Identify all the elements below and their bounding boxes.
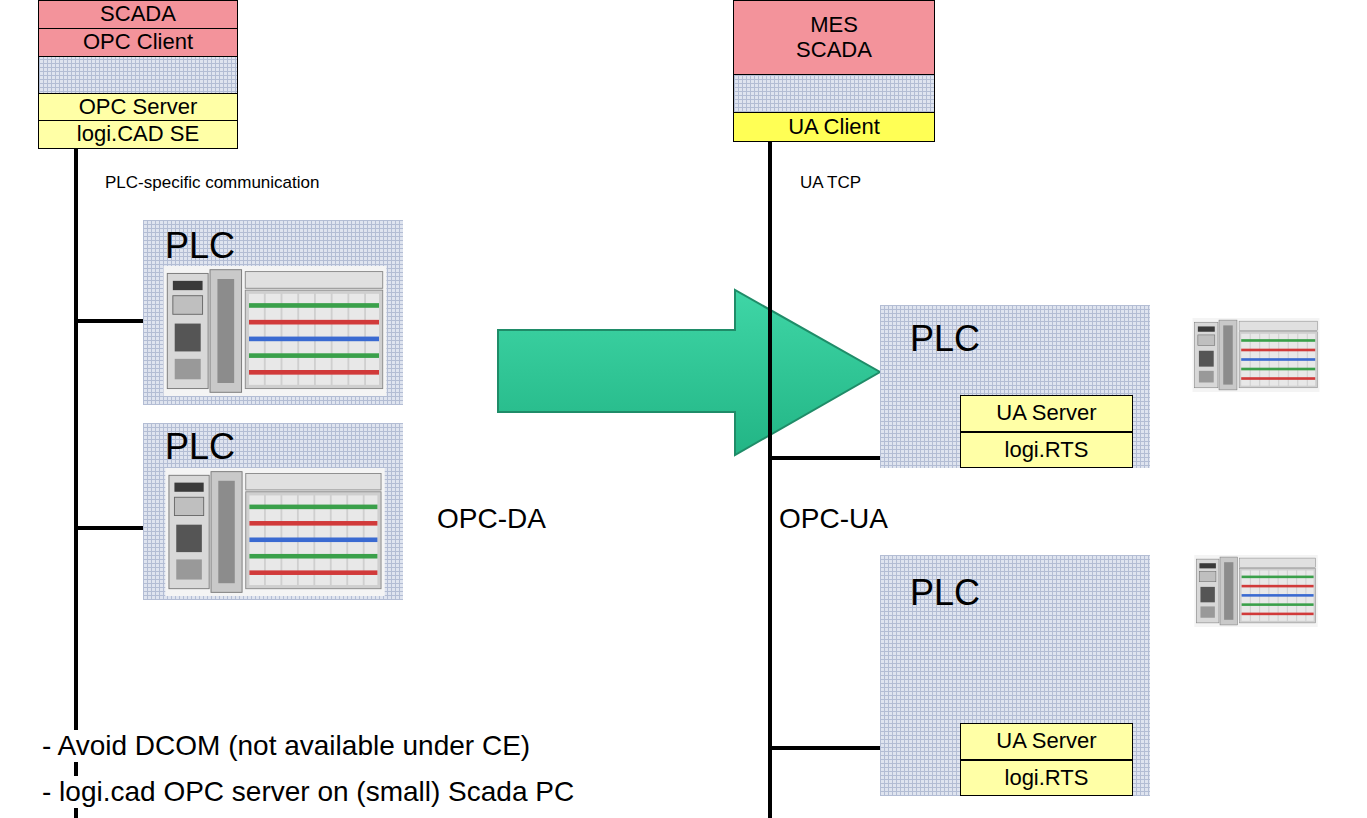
plc-title: PLC [910, 573, 1180, 613]
box-label: logi.RTS [1005, 438, 1089, 462]
box-label: OPC Server [79, 95, 198, 119]
runtime-box: logi.RTS [960, 760, 1133, 796]
box-label: UA Server [996, 401, 1096, 425]
box-label: OPC Client [83, 30, 193, 54]
mes-box: MES SCADA [733, 0, 935, 75]
plc-photo [1150, 555, 1362, 627]
client-box: OPC Client [38, 28, 238, 57]
grid-band [733, 75, 935, 112]
plc-box: PLC UA Server logi.RTS [880, 305, 1180, 468]
runtime-box: logi.RTS [960, 432, 1133, 468]
box-label: logi.RTS [1005, 766, 1089, 790]
plc-photo [155, 266, 395, 396]
plc-photo [155, 468, 395, 596]
bus-label: PLC-specific communication [105, 173, 319, 193]
plc-photo [1150, 318, 1362, 392]
server-box: OPC Server [38, 93, 238, 122]
server-box: UA Server [960, 395, 1133, 432]
box-label: logi.CAD SE [77, 122, 199, 146]
box-label: MES SCADA [796, 13, 872, 61]
box-label: UA Client [788, 115, 880, 139]
plc-box: PLC [143, 423, 425, 600]
scada-box: SCADA [38, 0, 238, 29]
bus-connector [770, 142, 880, 458]
plc-title: PLC [165, 226, 425, 266]
protocol-label: OPC-DA [437, 503, 546, 535]
note-text: - logi.cad OPC server on (small) Scada P… [40, 776, 576, 808]
plc-box: PLC UA Server logi.RTS [880, 555, 1180, 796]
client-box: UA Client [733, 112, 935, 142]
plc-title: PLC [910, 319, 1180, 359]
box-label: UA Server [996, 729, 1096, 753]
note-text: - Avoid DCOM (not available under CE) [40, 730, 532, 762]
bus-connector [770, 142, 880, 748]
plc-box: PLC [143, 220, 425, 405]
protocol-label: OPC-UA [779, 503, 888, 535]
bus-connector [76, 149, 143, 528]
grid-band [38, 55, 238, 93]
box-label: SCADA [100, 2, 176, 26]
server-box: UA Server [960, 723, 1133, 760]
plc-title: PLC [165, 427, 425, 467]
bus-label: UA TCP [800, 173, 861, 193]
transition-arrow [498, 290, 880, 455]
runtime-box: logi.CAD SE [38, 120, 238, 149]
